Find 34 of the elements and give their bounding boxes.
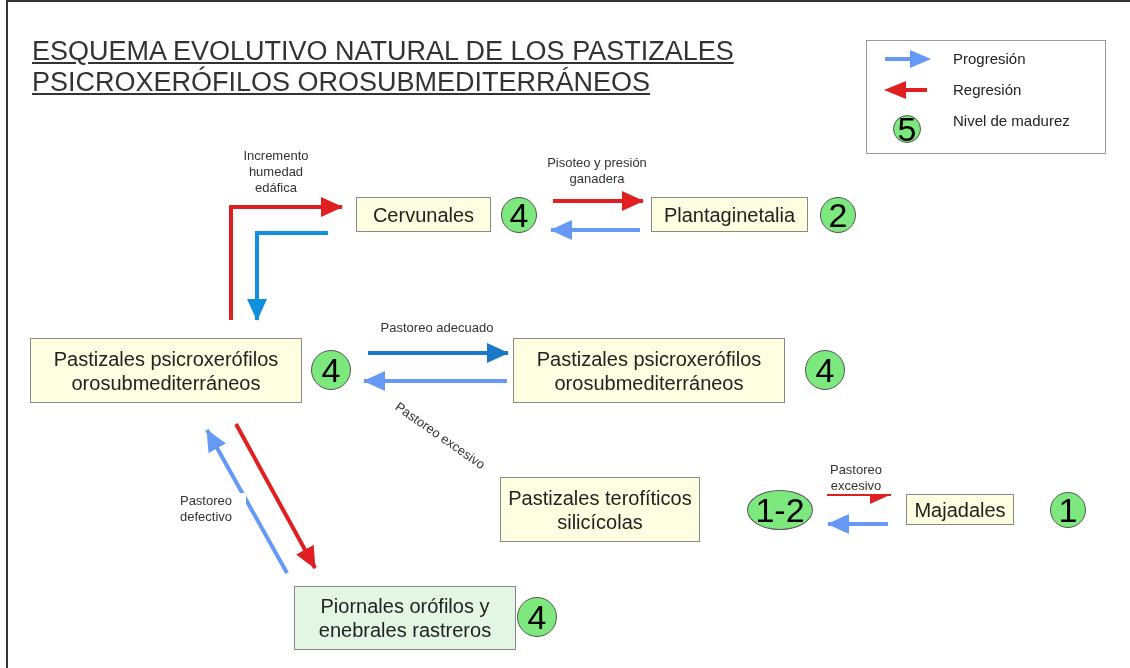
arrow [553, 191, 644, 211]
vegetation-box [500, 477, 700, 542]
vegetation-box [294, 586, 516, 650]
vegetation-name: Plantaginetalia [663, 202, 796, 227]
vegetation-box [906, 494, 1014, 525]
vegetation-box [513, 338, 785, 403]
maturity-level-badge: 4 [311, 350, 351, 390]
maturity-level-badge: 1 [1050, 492, 1086, 528]
arrow [550, 220, 640, 240]
vegetation-name: Pastizales psicroxerófilos orosubmediterráneos [535, 346, 763, 395]
legend-text: Progresión [953, 50, 1026, 68]
vegetation-box [356, 197, 491, 232]
vegetation-name: Pastizales terofíticos silicícolas [507, 485, 693, 534]
arrow [827, 514, 888, 534]
maturity-level-badge: 4 [805, 350, 845, 390]
title: ESQUEMA EVOLUTIVO NATURAL DE LOS PASTIZALES PSICROXERÓFILOS OROSUBMEDITERRÁNEOS [32, 36, 735, 98]
maturity-level-badge: 1-2 [747, 490, 813, 530]
vegetation-name: Pastizales psicroxerófilos orosubmediterráneos [52, 346, 280, 395]
arrow [247, 231, 328, 321]
maturity-level-badge: 4 [501, 197, 537, 233]
arrow [229, 197, 343, 320]
legend-text: Nivel de madurez [953, 112, 1070, 130]
vegetation-box [30, 338, 302, 403]
vegetation-name: Majadales [914, 497, 1006, 522]
arrow [205, 429, 289, 574]
arrow [363, 371, 507, 391]
maturity-level-badge: 2 [820, 197, 856, 233]
vegetation-box [651, 197, 808, 232]
legend-text: Regresión [953, 81, 1022, 99]
arrow [368, 343, 509, 363]
arrow [234, 423, 317, 569]
maturity-level-badge: 4 [517, 597, 557, 637]
vegetation-name: Piornales orófilos y enebrales rastreros [317, 594, 493, 642]
vegetation-name: Cervunales [372, 202, 475, 227]
